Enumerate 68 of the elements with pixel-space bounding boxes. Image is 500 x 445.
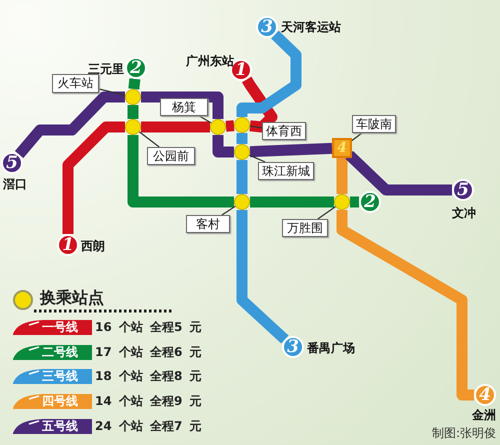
metro-line <box>226 120 234 132</box>
line-number-badge: 1 <box>57 234 79 256</box>
line-number-badge: 3 <box>256 16 278 38</box>
metro-line <box>242 76 278 132</box>
credit-text: 制图:张明俊 <box>432 425 496 442</box>
metro-line <box>212 135 234 158</box>
station-label: 杨箕 <box>160 98 208 116</box>
interchange-badge: 4 <box>332 138 352 158</box>
station-label: 客村 <box>186 215 230 233</box>
interchange-dot <box>125 89 141 105</box>
legend-label: 24 个站 全程7 元 <box>95 419 202 434</box>
interchange-dot <box>234 144 250 160</box>
line-number-badge: 3 <box>282 336 304 358</box>
metro-line <box>236 210 289 344</box>
leader-line <box>199 115 212 124</box>
line-name: 一号线 <box>42 320 78 335</box>
station-name: 西朗 <box>81 238 105 255</box>
legend-label: 17 个站 全程6 元 <box>95 345 202 360</box>
interchange-dot <box>234 194 250 210</box>
station-name: 文冲 <box>452 205 476 222</box>
station-label: 万胜围 <box>282 219 328 237</box>
interchange-dot <box>210 119 226 135</box>
station-label: 体育西 <box>262 122 306 140</box>
interchange-dot <box>234 117 250 133</box>
metro-line <box>236 160 248 194</box>
metro-line <box>336 210 474 400</box>
station-label: 火车站 <box>52 74 99 93</box>
leader-line <box>250 126 262 128</box>
station-name: 天河客运站 <box>281 19 341 36</box>
line-number-badge: 5 <box>1 152 23 174</box>
metro-line <box>345 150 452 196</box>
line-number-badge: 4 <box>474 384 496 406</box>
line-number-badge: 2 <box>359 191 381 213</box>
metro-line <box>236 133 248 144</box>
leader-line <box>98 88 126 96</box>
legend-label: 14 个站 全程9 元 <box>95 394 202 409</box>
metro-line <box>250 196 334 208</box>
metro-line <box>62 122 125 234</box>
metro-line <box>128 78 140 90</box>
station-label: 车陂南 <box>352 115 396 133</box>
line-name: 二号线 <box>42 345 78 360</box>
station-label: 珠江新城 <box>258 162 314 180</box>
leader-line <box>249 154 266 163</box>
metro-line <box>141 92 224 119</box>
legend-label: 换乘站点 <box>40 288 104 309</box>
station-label: 公园前 <box>147 147 195 165</box>
legend-label: 16 个站 全程5 元 <box>95 320 202 335</box>
line-number-badge: 5 <box>452 179 474 201</box>
metro-line <box>128 105 138 119</box>
station-name: 金洲 <box>472 407 496 424</box>
leader-line <box>222 206 236 216</box>
metro-line <box>336 158 348 194</box>
metro-line <box>128 135 234 208</box>
interchange-dot <box>334 194 350 210</box>
legend-label: 18 个站 全程8 元 <box>95 369 202 384</box>
line-number-badge: 2 <box>125 57 147 79</box>
station-name: 番禺广场 <box>307 340 355 357</box>
metro-line <box>141 122 210 132</box>
line-name: 三号线 <box>42 369 78 384</box>
leader-line <box>139 131 160 148</box>
metro-line <box>350 196 359 208</box>
station-name: 滘口 <box>3 176 27 193</box>
line-name: 四号线 <box>42 394 78 409</box>
interchange-dot <box>125 119 141 135</box>
line-name: 五号线 <box>42 419 78 434</box>
metro-line <box>250 142 332 158</box>
station-name: 三元里 <box>88 61 124 77</box>
leader-line <box>317 206 336 220</box>
